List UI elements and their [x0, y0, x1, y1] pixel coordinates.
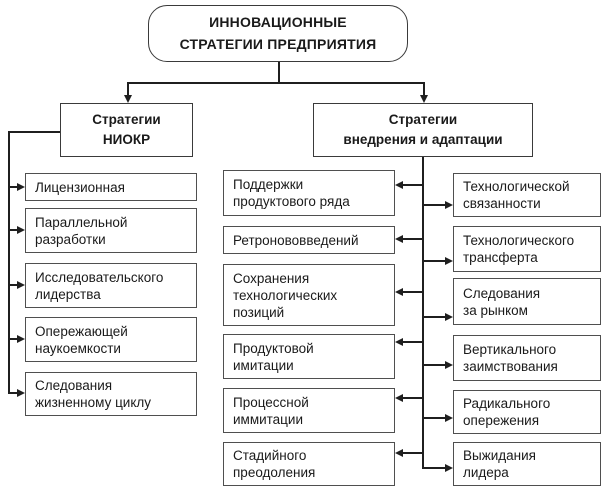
strategy-label: Опережающей наукоемкости — [35, 323, 128, 356]
strategy-box: Стадийного преодоления — [223, 442, 395, 486]
connector — [127, 82, 424, 84]
connector — [423, 364, 446, 366]
connector — [423, 417, 446, 419]
strategy-label: Лицензионная — [35, 179, 125, 195]
arrowhead-icon — [17, 335, 25, 343]
connector — [278, 62, 280, 83]
strategy-label: Выжидания лидера — [463, 448, 536, 480]
arrowhead-icon — [420, 95, 428, 103]
arrowhead-icon — [395, 181, 403, 189]
arrowhead-icon — [17, 389, 25, 397]
connector — [8, 284, 18, 286]
connector — [8, 186, 18, 188]
connector — [402, 238, 423, 240]
arrowhead-icon — [445, 257, 453, 265]
arrowhead-icon — [17, 183, 25, 191]
connector — [423, 260, 446, 262]
strategy-label: Вертикального заимствования — [463, 342, 558, 374]
strategy-box: Параллельной разработки — [25, 208, 197, 253]
strategy-label: Продуктовой имитации — [233, 340, 314, 373]
strategy-box: Исследовательского лидерства — [25, 263, 197, 308]
connector — [402, 291, 423, 293]
strategy-box: Вертикального заимствования — [453, 335, 601, 381]
root-box: ИННОВАЦИОННЫЕ СТРАТЕГИИ ПРЕДПРИЯТИЯ — [148, 5, 408, 62]
strategy-box: Технологической связанности — [453, 173, 601, 217]
strategy-label: Сохранения технологических позиций — [233, 270, 338, 320]
connector — [402, 184, 423, 186]
branch-niokr-box: Стратегии НИОКР — [60, 103, 193, 157]
strategy-box: Поддержки продуктового ряда — [223, 170, 395, 216]
arrowhead-icon — [445, 464, 453, 472]
connector — [8, 131, 10, 394]
arrowhead-icon — [445, 414, 453, 422]
strategy-box: Продуктовой имитации — [223, 334, 395, 379]
connector — [423, 204, 446, 206]
branch-adaptation-box: Стратегии внедрения и адаптации — [313, 103, 533, 157]
connector — [8, 131, 60, 133]
strategy-label: Процессной иммитации — [233, 394, 309, 427]
strategy-label: Технологической связанности — [463, 179, 570, 211]
strategy-label: Радикального опережения — [463, 396, 551, 428]
strategy-label: Следования за рынком — [463, 285, 541, 318]
arrowhead-icon — [17, 226, 25, 234]
strategy-label: Исследовательского лидерства — [35, 269, 164, 302]
branch-adaptation-label: Стратегии внедрения и адаптации — [343, 111, 503, 147]
connector — [422, 157, 424, 469]
branch-niokr-label: Стратегии НИОКР — [92, 111, 161, 147]
arrowhead-icon — [17, 281, 25, 289]
strategy-label: Стадийного преодоления — [233, 448, 316, 480]
arrowhead-icon — [445, 313, 453, 321]
arrowhead-icon — [395, 338, 403, 346]
connector — [402, 452, 423, 454]
strategy-label: Поддержки продуктового ряда — [233, 177, 350, 209]
arrowhead-icon — [395, 394, 403, 402]
connector — [8, 338, 18, 340]
strategy-box: Радикального опережения — [453, 390, 601, 434]
arrowhead-icon — [395, 449, 403, 457]
connector — [8, 229, 18, 231]
strategy-box: Следования за рынком — [453, 278, 601, 325]
strategy-label: Следования жизненному циклу — [35, 378, 152, 410]
arrowhead-icon — [445, 201, 453, 209]
strategy-box: Технологического трансферта — [453, 226, 601, 272]
strategy-box: Следования жизненному циклу — [25, 372, 197, 416]
arrowhead-icon — [124, 95, 132, 103]
strategy-label: Ретронововведений — [233, 232, 359, 248]
strategy-box: Опережающей наукоемкости — [25, 317, 197, 362]
connector — [423, 467, 446, 469]
strategy-label: Параллельной разработки — [35, 214, 128, 247]
strategy-label: Технологического трансферта — [463, 233, 575, 265]
strategy-box: Ретронововведений — [223, 226, 395, 254]
strategy-box: Сохранения технологических позиций — [223, 264, 395, 326]
connector — [8, 392, 18, 394]
arrowhead-icon — [395, 235, 403, 243]
strategy-box: Выжидания лидера — [453, 442, 601, 486]
arrowhead-icon — [395, 288, 403, 296]
arrowhead-icon — [445, 361, 453, 369]
root-label: ИННОВАЦИОННЫЕ СТРАТЕГИИ ПРЕДПРИЯТИЯ — [179, 13, 377, 52]
connector — [127, 82, 129, 96]
strategy-box: Лицензионная — [25, 173, 197, 201]
connector — [402, 341, 423, 343]
connector — [423, 316, 446, 318]
connector — [402, 397, 423, 399]
strategy-box: Процессной иммитации — [223, 388, 395, 433]
connector — [423, 82, 425, 96]
